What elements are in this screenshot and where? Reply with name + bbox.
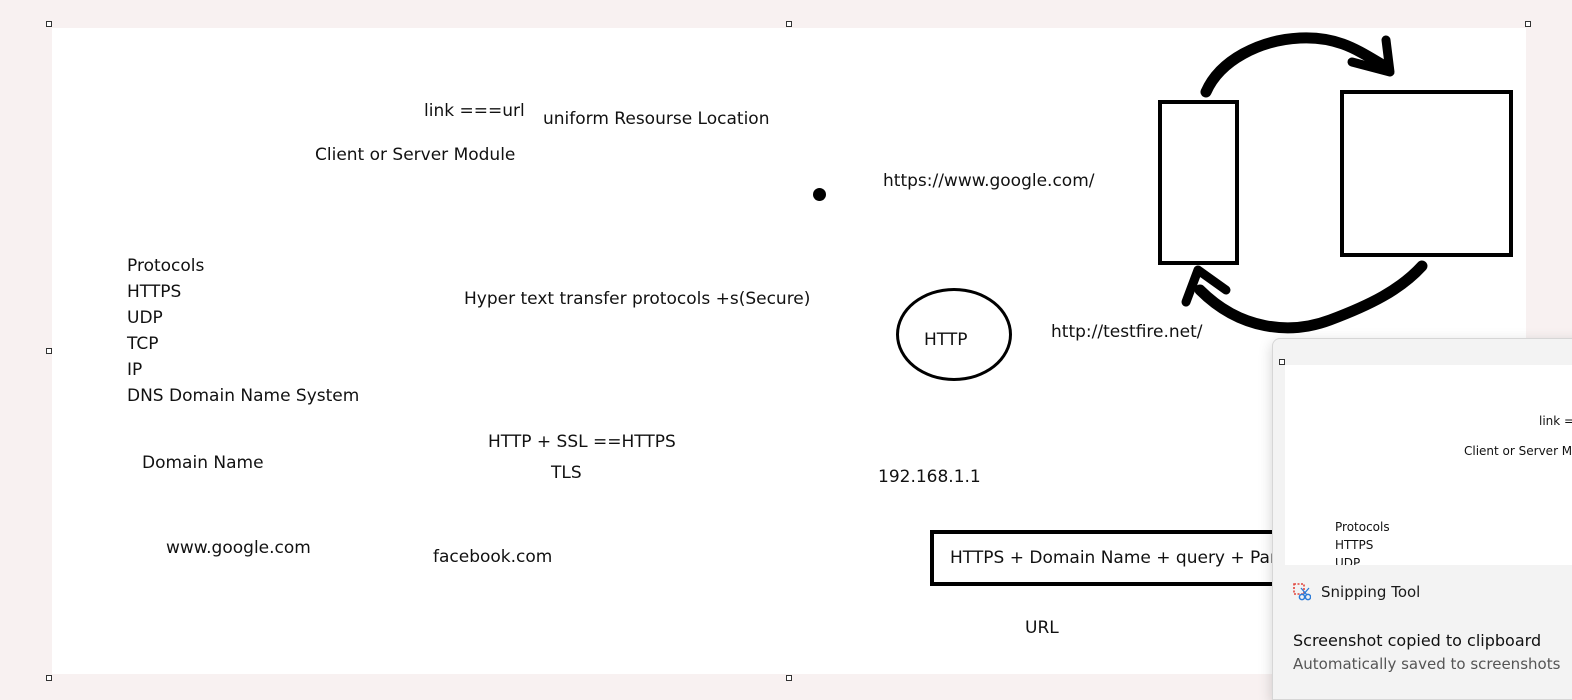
protocol-list-item: IP — [127, 360, 143, 380]
notification-title: Screenshot copied to clipboard — [1293, 631, 1542, 650]
snipping-tool-icon — [1293, 583, 1312, 601]
protocol-list-item: HTTPS — [127, 282, 182, 302]
http-ellipse — [896, 288, 1012, 381]
note-uniform-resource-location: uniform Resourse Location — [543, 109, 770, 129]
note-www-google: www.google.com — [166, 538, 311, 558]
protocol-list-item: TCP — [127, 334, 159, 354]
note-client-server: Client or Server Module — [315, 145, 516, 165]
note-http-ssl: HTTP + SSL ==HTTPS — [488, 432, 676, 452]
note-ip-address: 192.168.1.1 — [878, 467, 981, 487]
resize-handle-top-left[interactable] — [46, 21, 52, 27]
resize-handle-bottom-left[interactable] — [46, 675, 52, 681]
note-testfire: http://testfire.net/ — [1051, 322, 1203, 342]
thumb-client-server: Client or Server M — [1464, 444, 1572, 458]
thumb-link-url: link = — [1539, 414, 1572, 428]
note-tls: TLS — [551, 463, 582, 483]
resize-handle-middle-left[interactable] — [46, 348, 52, 354]
notification-app-row: Snipping Tool — [1293, 583, 1420, 601]
http-ellipse-label: HTTP — [924, 330, 968, 350]
note-hyper-text: Hyper text transfer protocols +s(Secure) — [464, 289, 811, 309]
resize-handle-top-center[interactable] — [786, 21, 792, 27]
protocol-list: Protocols HTTPS UDP TCP IP DNS Domain Na… — [127, 253, 359, 409]
notification-subtitle: Automatically saved to screenshots — [1293, 655, 1561, 673]
note-google-https: https://www.google.com/ — [883, 171, 1095, 191]
thumb-protocol-1: HTTPS — [1335, 538, 1374, 552]
top-arrowhead — [1347, 35, 1395, 77]
snipping-tool-notification[interactable]: link = Client or Server M Protocols HTTP… — [1272, 338, 1572, 700]
url-formula-text: HTTPS + Domain Name + query + Para — [950, 548, 1288, 568]
note-link-url: link ===url — [424, 101, 525, 121]
thumb-protocol-0: Protocols — [1335, 520, 1390, 534]
screenshot-thumbnail[interactable]: link = Client or Server M Protocols HTTP… — [1285, 365, 1572, 565]
notification-app-name: Snipping Tool — [1321, 583, 1421, 601]
bottom-curved-arrow — [1194, 260, 1428, 334]
client-rectangle — [1158, 100, 1239, 265]
ink-dot — [813, 188, 826, 201]
protocol-list-item: DNS Domain Name System — [127, 386, 360, 406]
note-facebook: facebook.com — [433, 547, 553, 567]
resize-handle-bottom-center[interactable] — [786, 675, 792, 681]
resize-handle-top-right[interactable] — [1525, 21, 1531, 27]
thumb-protocol-2: UDP — [1335, 556, 1361, 565]
note-url-caption: URL — [1025, 618, 1059, 638]
server-rectangle — [1340, 90, 1513, 257]
top-curved-arrow — [1200, 32, 1394, 98]
bottom-arrowhead — [1181, 265, 1231, 307]
url-formula-box: HTTPS + Domain Name + query + Para — [930, 530, 1330, 586]
protocol-list-item: UDP — [127, 308, 163, 328]
protocol-list-item: Protocols — [127, 256, 205, 276]
note-domain-name: Domain Name — [142, 453, 264, 473]
thumbnail-handle — [1279, 359, 1285, 365]
